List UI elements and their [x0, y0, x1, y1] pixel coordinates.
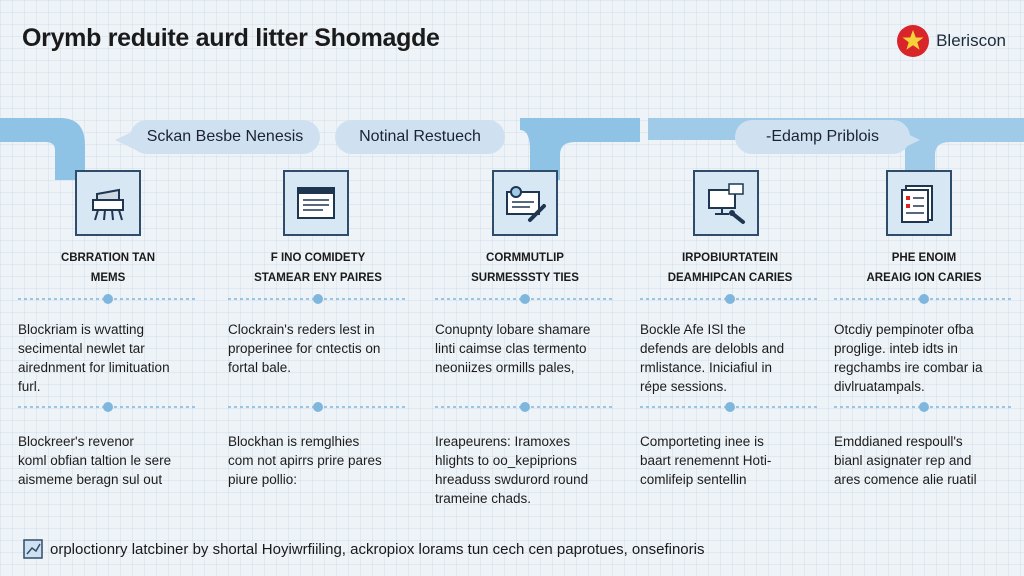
column-5-heading-line: areaig ion caries: [866, 272, 982, 284]
column-4-heading-line: Irpobiurtatein: [681, 252, 779, 264]
text-line: Blockreer's revenor: [18, 434, 134, 449]
column-2-paragraph-1: Clockrain's reders lest in properinee fo…: [228, 320, 408, 377]
text-line: Ireapeurens: Iramoxes: [435, 434, 571, 449]
column-3-heading-line: Cormmutlip: [486, 252, 564, 264]
band-label-1: Sckan Besbe Nenesis: [130, 120, 320, 154]
star-badge-icon: [897, 25, 930, 57]
column-1-paragraph-2: Blockreer's revenor koml obfian taltion …: [18, 432, 198, 489]
text-line: neoniizes ormills pales,: [435, 360, 575, 375]
text-line: fortal bale.: [228, 360, 292, 375]
column-4-divider-2: [640, 402, 820, 412]
column-4-icon-box: [693, 170, 759, 236]
column-2-heading: F ino comidety stamear eny paires: [228, 248, 408, 288]
text-line: trameine chads.: [435, 491, 532, 506]
column-1-paragraph-1: Blockriam is wvatting secimental newlet …: [18, 320, 198, 396]
text-line: proglige. inteb idts in: [834, 341, 958, 356]
brand: Bleriscon: [896, 24, 1006, 58]
text-line: Conupnty lobare shamare: [435, 322, 591, 337]
column-5-divider-2: [834, 402, 1014, 412]
column-4-heading-line: deamhipcan caries: [667, 272, 793, 284]
text-line: comlifeip sentellin: [640, 472, 747, 487]
column-3-paragraph-2: Ireapeurens: Iramoxes hlights to oo_kepi…: [435, 432, 615, 508]
text-line: Bockle Afe ISl the: [640, 322, 746, 337]
text-line: Blockhan is remglhies: [228, 434, 360, 449]
text-line: ares comence alie ruatil: [834, 472, 977, 487]
band-label-3: -Edamp Priblois: [735, 120, 910, 154]
column-4-divider-1: [640, 294, 820, 304]
text-line: defends are delobls and: [640, 341, 785, 356]
text-line: properinee for cntectis on: [228, 341, 381, 356]
column-5-paragraph-2: Emddianed respoull's bianl asignater rep…: [834, 432, 1014, 489]
column-1-icon-box: [75, 170, 141, 236]
column-2-divider-2: [228, 402, 408, 412]
text-line: Comporteting inee is: [640, 434, 764, 449]
text-line: Otcdiy pempinoter ofba: [834, 322, 974, 337]
column-5-heading-line: Phe enoim: [891, 252, 957, 264]
monitor-key-icon: [708, 183, 745, 224]
card-pen-icon: [506, 186, 546, 222]
shredder-icon: [92, 188, 124, 221]
column-5-paragraph-1: Otcdiy pempinoter ofba proglige. inteb i…: [834, 320, 1014, 396]
text-line: airednment for limituation: [18, 360, 170, 375]
column-2-icon-box: [283, 170, 349, 236]
page-title: Orymb reduite aurd litter Shomagde: [22, 24, 440, 52]
column-4-paragraph-1: Bockle Afe ISl the defends are delobls a…: [640, 320, 820, 396]
column-4-paragraph-2: Comporteting inee is baart renemennt Hot…: [640, 432, 820, 489]
column-2-heading-line: stamear eny paires: [254, 272, 382, 284]
text-line: furl.: [18, 379, 41, 394]
column-1-heading-line: Cbrration tan: [60, 252, 156, 264]
column-3-divider-1: [435, 294, 615, 304]
column-1-heading: Cbrration tan mems: [18, 248, 198, 288]
column-4-heading: Irpobiurtatein deamhipcan caries: [640, 248, 820, 288]
column-5-icon-box: [886, 170, 952, 236]
text-line: hreaduss swdurord round: [435, 472, 589, 487]
brand-name: Bleriscon: [936, 31, 1006, 50]
text-line: divlruatampals.: [834, 379, 925, 394]
text-line: linti caimse clas termento: [435, 341, 587, 356]
band-arrow-center: [520, 118, 640, 180]
band-arrow-left: [0, 118, 85, 180]
column-2-heading-line: F ino comidety: [270, 252, 366, 264]
text-line: aismeme beragn sul out: [18, 472, 163, 487]
document-window-icon: [297, 187, 335, 219]
column-3-paragraph-1: Conupnty lobare shamare linti caimse cla…: [435, 320, 615, 377]
text-line: regchambs ire combar ia: [834, 360, 983, 375]
text-line: baart renemennt Hoti-: [640, 453, 772, 468]
text-line: com not apirrs prire pares: [228, 453, 382, 468]
footer-text: orploctionry latcbiner by shortal Hoyiwr…: [50, 540, 705, 558]
column-3-heading-line: surmesssty ties: [471, 272, 579, 284]
band-label-2: Notinal Restuech: [335, 120, 505, 154]
text-line: répe sessions.: [640, 379, 728, 394]
column-3-icon-box: [492, 170, 558, 236]
text-line: bianl asignater rep and: [834, 453, 972, 468]
text-line: Blockriam is wvatting: [18, 322, 145, 337]
column-5-divider-1: [834, 294, 1014, 304]
checklist-document-icon: [901, 185, 933, 223]
text-line: koml obfian taltion le sere: [18, 453, 172, 468]
footer: orploctionry latcbiner by shortal Hoyiwr…: [22, 538, 704, 560]
column-2-paragraph-2: Blockhan is remglhies com not apirrs pri…: [228, 432, 408, 489]
column-2-divider-1: [228, 294, 408, 304]
text-line: Emddianed respoull's: [834, 434, 963, 449]
text-line: rmlistance. Iniciafiul in: [640, 360, 773, 375]
text-line: Clockrain's reders lest in: [228, 322, 375, 337]
column-3-divider-2: [435, 402, 615, 412]
column-5-heading: Phe enoim areaig ion caries: [834, 248, 1014, 288]
text-line: hlights to oo_kepiprions: [435, 453, 577, 468]
text-line: secimental newlet tar: [18, 341, 145, 356]
column-3-heading: Cormmutlip surmesssty ties: [435, 248, 615, 288]
column-1-heading-line: mems: [90, 272, 126, 284]
text-line: piure pollio:: [228, 472, 298, 487]
column-1-divider-2: [18, 402, 198, 412]
column-1-divider-1: [18, 294, 198, 304]
document-corner-icon: [23, 539, 43, 559]
